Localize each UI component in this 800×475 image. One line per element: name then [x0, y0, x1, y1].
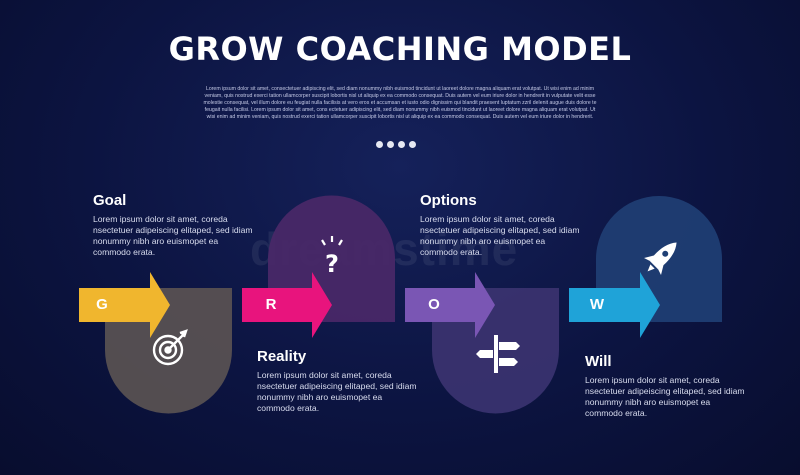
goal-description: Lorem ipsum dolor sit amet, coreda nsect…	[93, 214, 253, 257]
goal-title: Goal	[93, 192, 127, 209]
subtitle-paragraph: Lorem ipsum dolor sit amet, consectetuer…	[203, 86, 597, 120]
options-arrow	[405, 272, 495, 338]
options-letter: O	[428, 296, 440, 313]
will-arrow	[569, 272, 660, 338]
target-icon	[152, 329, 188, 366]
svg-text:?: ?	[325, 250, 339, 278]
dot	[387, 141, 394, 148]
options-title: Options	[420, 192, 477, 209]
dot	[398, 141, 405, 148]
goal-arrow	[79, 272, 170, 338]
dot	[409, 141, 416, 148]
goal-letter: G	[96, 296, 108, 313]
will-description: Lorem ipsum dolor sit amet, coreda nsect…	[585, 375, 745, 418]
signpost-icon	[476, 335, 520, 373]
reality-arrow	[242, 272, 332, 338]
reality-description: Lorem ipsum dolor sit amet, coreda nsect…	[257, 370, 417, 413]
pagination-dots	[376, 135, 420, 148]
reality-title: Reality	[257, 348, 307, 365]
dot	[376, 141, 383, 148]
question-idea-icon: ?	[321, 236, 343, 278]
reality-letter: R	[265, 296, 277, 313]
will-letter: W	[589, 296, 605, 313]
page-title: GROW COACHING MODEL	[168, 30, 632, 68]
options-description: Lorem ipsum dolor sit amet, coreda nsect…	[420, 214, 580, 257]
will-title: Will	[585, 353, 612, 370]
